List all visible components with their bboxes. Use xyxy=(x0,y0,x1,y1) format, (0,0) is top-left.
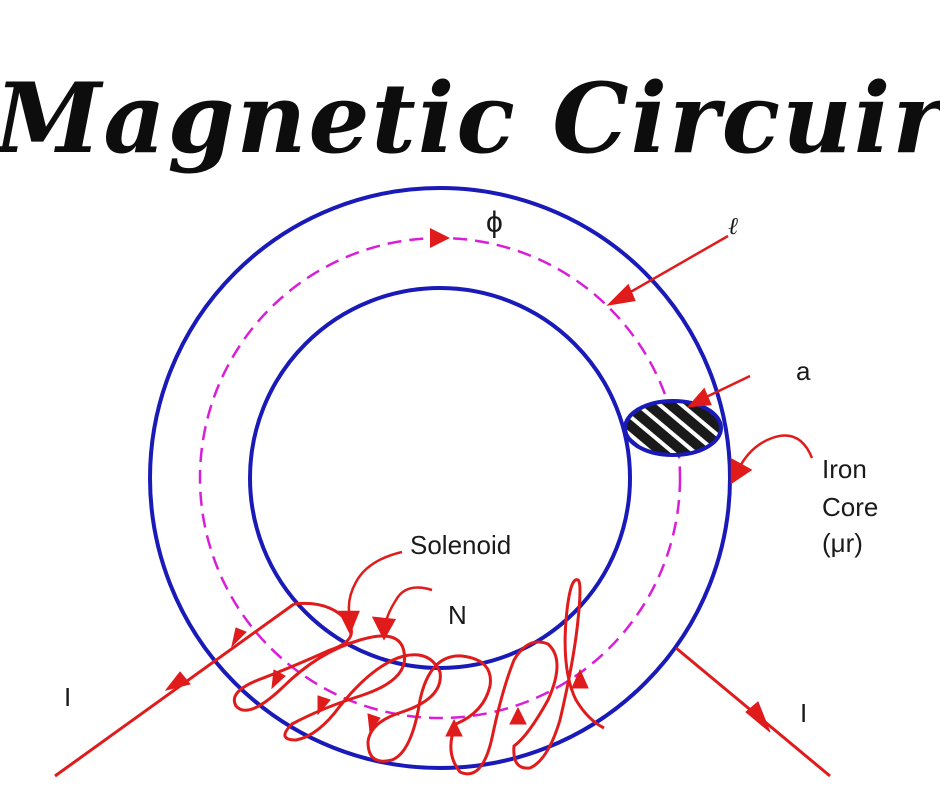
coil-arrow-5 xyxy=(445,718,463,737)
coil-arrow-6 xyxy=(509,706,527,725)
iron-core-label-line1: Iron xyxy=(822,454,867,484)
coil-arrow-1 xyxy=(231,627,247,648)
coil-arrows xyxy=(164,627,771,737)
coil-arrow-3 xyxy=(317,695,331,716)
coil-arrow-7 xyxy=(571,668,589,689)
turns-label: N xyxy=(448,600,467,630)
area-leader xyxy=(699,374,751,402)
length-leader xyxy=(619,234,729,300)
length-arrowhead xyxy=(606,283,636,306)
turns-leader xyxy=(384,586,433,625)
flux-path xyxy=(198,236,682,720)
toroid-core xyxy=(148,186,732,770)
iron-core-label-line3: (μr) xyxy=(822,528,863,558)
core-arrowhead xyxy=(730,457,753,485)
current-out-label: I xyxy=(800,698,807,728)
leader-arrows xyxy=(337,234,814,641)
core-leader xyxy=(736,434,814,471)
area-arrowhead xyxy=(686,387,712,408)
outer-core-ring xyxy=(148,186,732,770)
area-label: a xyxy=(796,356,811,386)
inner-core-ring xyxy=(248,286,632,670)
length-label: ℓ xyxy=(728,212,738,240)
coil-turns xyxy=(232,578,605,776)
input-arrow xyxy=(164,671,191,691)
coil-arrow-2 xyxy=(271,669,286,690)
coil-arrow-4 xyxy=(367,713,381,734)
flux-arrow xyxy=(430,228,450,248)
input-lead xyxy=(54,602,295,778)
cross-section-area xyxy=(623,399,723,457)
turns-arrowhead xyxy=(371,616,397,641)
solenoid-label: Solenoid xyxy=(410,530,511,560)
title: Magnetic Circuir xyxy=(0,62,940,175)
output-arrow xyxy=(745,701,771,733)
solenoid-coil xyxy=(54,578,831,778)
iron-core-label-line2: Core xyxy=(822,492,878,522)
flux-label: ϕ xyxy=(486,206,503,239)
current-in-label: I xyxy=(64,682,71,712)
solenoid-leader-1 xyxy=(347,550,403,619)
